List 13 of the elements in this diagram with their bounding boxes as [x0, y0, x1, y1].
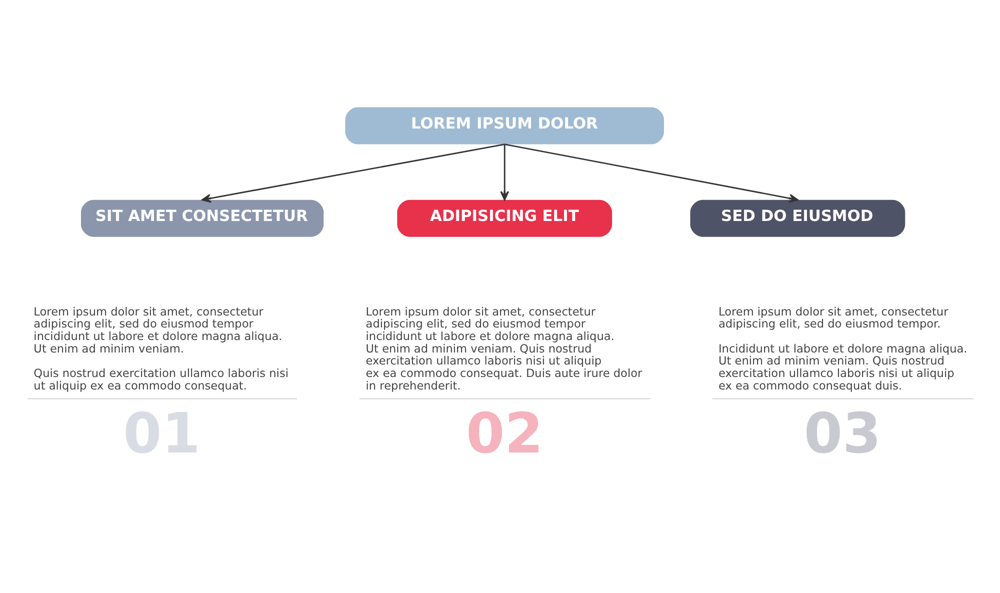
arrow [201, 143, 504, 202]
node-box: SED DO EIUSMOD [690, 199, 905, 236]
node-label: Lorem ipsum dolor sit amet, consectetur adipiscing elit, sed do eiusmod tempor. [718, 304, 948, 330]
node-label: Lorem ipsum dolor sit amet, consectetur adipiscing elit, sed do eiusmod tempor incididunt ut labore et dolore magna aliqua. Ut enim ad minim veniam. [33, 304, 282, 355]
arrow [504, 143, 798, 202]
node-box: LOREM IPSUM DOLOR [344, 106, 664, 144]
node-box: SIT AMET CONSECTETUR [80, 199, 324, 236]
node-box: ADIPISICING ELIT [396, 199, 612, 236]
arrow [500, 144, 509, 200]
node-label: Quis nostrud exercitation ullamco laboris nisi ut aliquip ex ea commodo consequat. [33, 366, 288, 392]
node-label: Incididunt ut labore et dolore magna aliqua. Ut enim ad minim veniam. Quis nostrud exercitation ullamco laboris nisi ut aliquip ex ea commodo consequat duis. [718, 342, 967, 392]
node-label: Lorem ipsum dolor sit amet, consectetur adipiscing elit, sed do eiusmod tempor incididunt ut labore et dolore magna aliqua. Ut enim ad minim veniam. Quis nostrud exercitation ullamco laboris nisi ut aliquip ex ea commodo consequat. Duis aute irure dolor in reprehenderit. [365, 304, 642, 392]
node-label: 02 [466, 400, 543, 466]
